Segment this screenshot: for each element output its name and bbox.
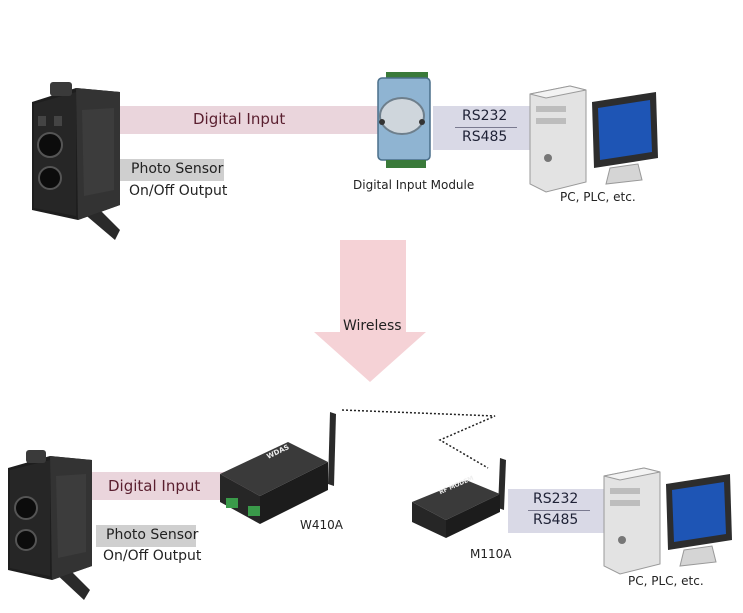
bottom-pc-icon [603,467,732,575]
top-photo-sensor-label: Photo Sensor [131,161,224,177]
top-pc-icon [529,85,658,193]
bottom-photo-sensor-icon [8,450,92,600]
bottom-rs232-label: RS232 [533,491,579,507]
bottom-onoff-output-label: On/Off Output [103,548,202,564]
bottom-sensor-label-box [96,525,196,547]
w410a-device-icon [220,412,336,524]
top-sensor-label-box [120,159,224,181]
bottom-photo-sensor-label: Photo Sensor [106,527,199,543]
top-photo-sensor-icon [32,82,120,240]
top-rs485-label: RS485 [462,129,508,145]
top-digital-input-label: Digital Input [193,110,286,128]
top-serial-band [433,106,533,150]
m110a-label: M110A [470,547,512,561]
digital-input-module-label: Digital Input Module [353,178,475,192]
top-serial-divider [455,127,517,128]
w410a-label: W410A [300,518,343,532]
top-pc-label: PC, PLC, etc. [560,190,636,204]
m110a-device-icon [412,458,506,538]
bottom-rs485-label: RS485 [533,512,579,528]
top-digital-input-band [112,106,390,134]
bottom-digital-input-label: Digital Input [108,477,201,495]
wireless-label: Wireless [343,318,402,334]
bottom-pc-label: PC, PLC, etc. [628,574,704,588]
digital-input-module-icon [377,72,431,168]
wireless-arrow [314,240,426,382]
wireless-link-line [341,409,496,469]
top-onoff-output-label: On/Off Output [129,183,228,199]
top-rs232-label: RS232 [462,108,508,124]
bottom-serial-band [508,489,606,533]
bottom-serial-divider [528,510,590,511]
